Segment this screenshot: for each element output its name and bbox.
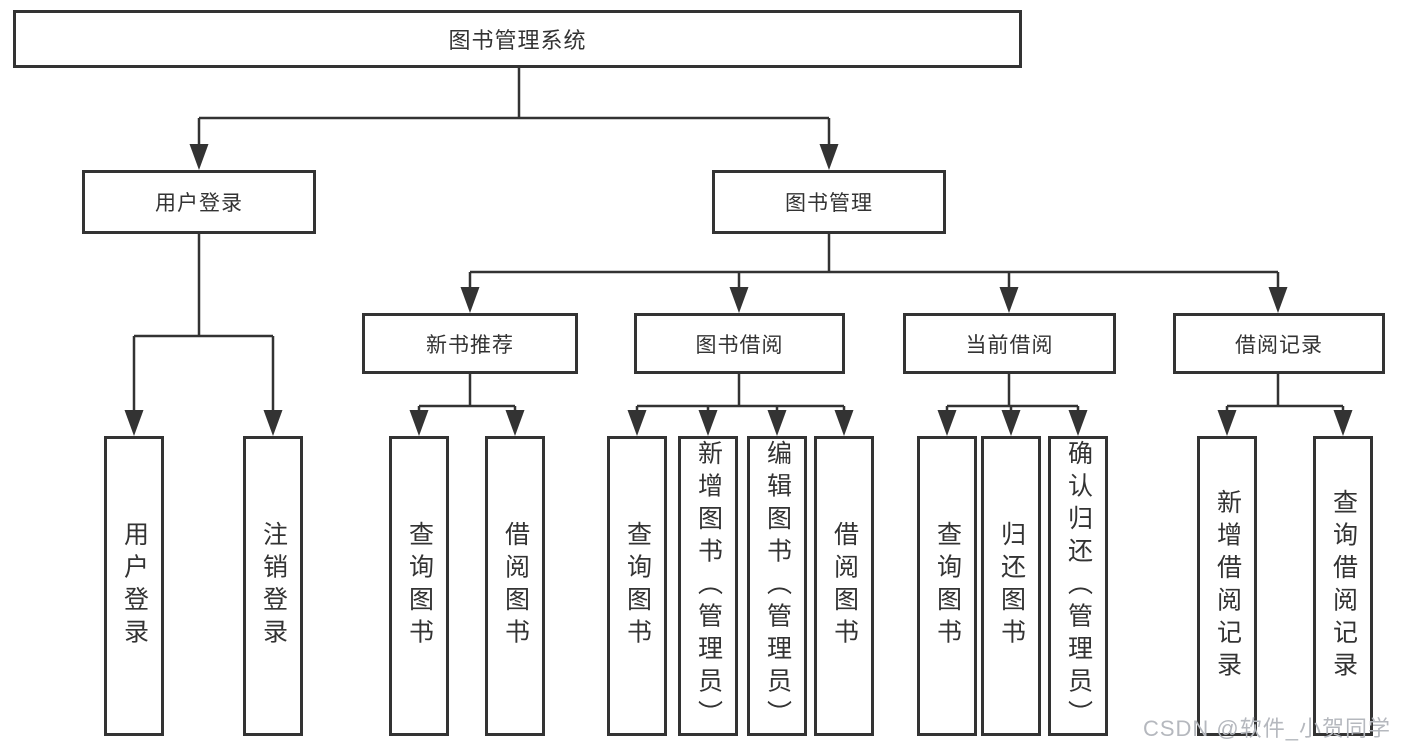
node-leaf-bb-edit-books-admin: 编辑图书（管理员） xyxy=(747,436,807,736)
node-leaf-bb-borrow-books: 借阅图书 xyxy=(814,436,874,736)
node-book-borrow: 图书借阅 xyxy=(634,313,845,374)
node-leaf-nb-search-books: 查询图书 xyxy=(389,436,449,736)
connector-borrow-records-to-leaves xyxy=(1225,374,1345,412)
node-leaf-br-search-record: 查询借阅记录 xyxy=(1313,436,1373,736)
connector-book-management-to-level2 xyxy=(468,234,1280,289)
node-new-book-recommend: 新书推荐 xyxy=(362,313,578,374)
node-book-management: 图书管理 xyxy=(712,170,946,234)
connector-new-book-recommend-to-leaves xyxy=(417,374,517,412)
node-leaf-logout: 注销登录 xyxy=(243,436,303,736)
connector-user-login-to-leaves xyxy=(132,234,275,412)
node-leaf-nb-borrow-books: 借阅图书 xyxy=(485,436,545,736)
node-leaf-user-login: 用户登录 xyxy=(104,436,164,736)
node-leaf-bb-add-books-admin: 新增图书（管理员） xyxy=(678,436,738,736)
node-leaf-cb-search-books: 查询图书 xyxy=(917,436,977,736)
node-borrow-records: 借阅记录 xyxy=(1173,313,1385,374)
node-leaf-cb-confirm-return-admin: 确认归还（管理员） xyxy=(1048,436,1108,736)
node-leaf-cb-return-books: 归还图书 xyxy=(981,436,1041,736)
connector-book-borrow-to-leaves xyxy=(635,374,846,412)
node-leaf-br-add-record: 新增借阅记录 xyxy=(1197,436,1257,736)
node-root: 图书管理系统 xyxy=(13,10,1022,68)
node-current-borrow: 当前借阅 xyxy=(903,313,1116,374)
watermark: CSDN @软件_小贺同学 xyxy=(1142,716,1391,741)
connector-root-to-level1 xyxy=(197,68,831,146)
node-leaf-bb-search-books: 查询图书 xyxy=(607,436,667,736)
node-user-login: 用户登录 xyxy=(82,170,316,234)
connector-current-borrow-to-leaves xyxy=(945,374,1080,412)
